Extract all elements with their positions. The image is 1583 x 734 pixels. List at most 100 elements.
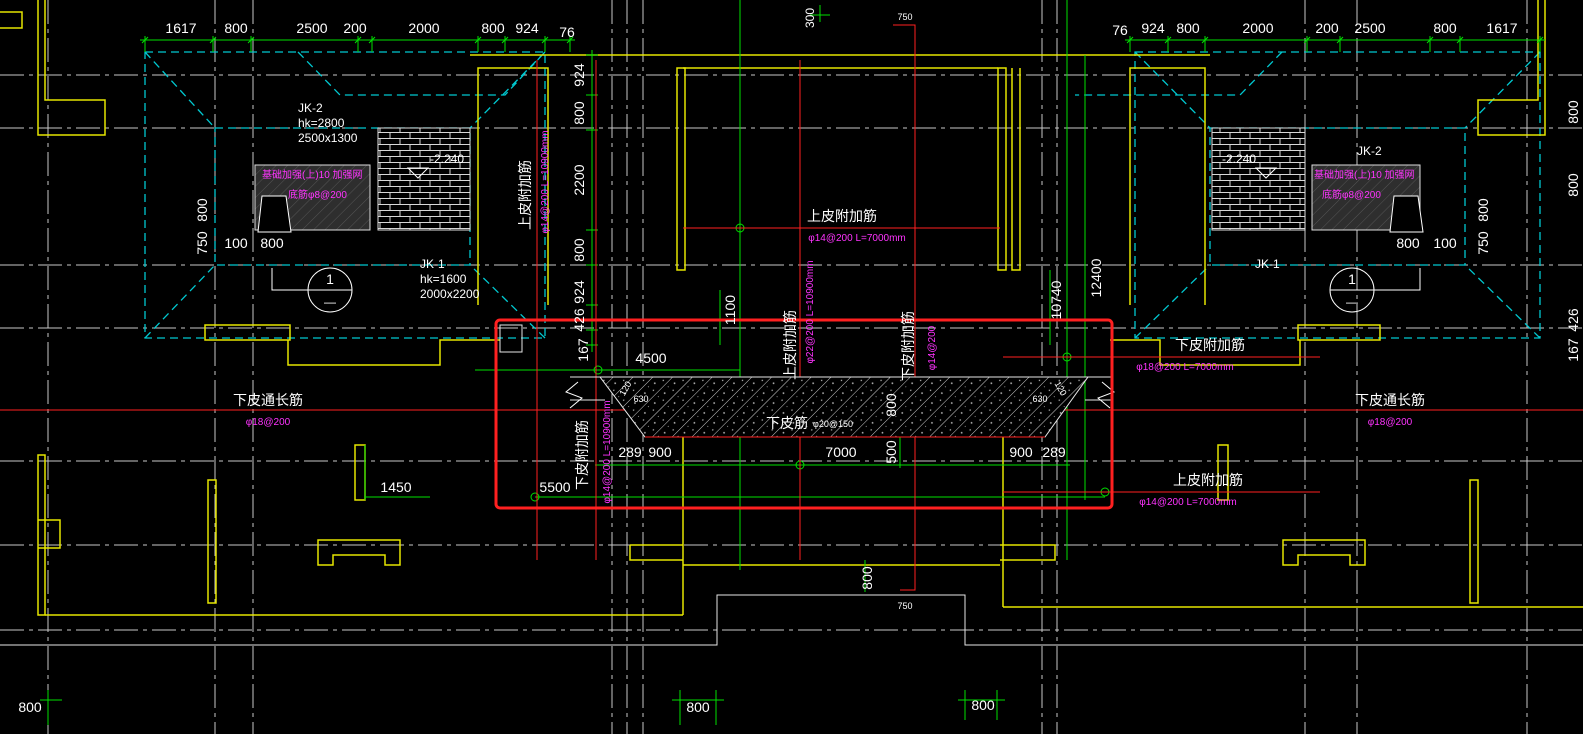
dim-text: 2000 (408, 20, 439, 36)
elevation-label: -2.240 (430, 152, 464, 166)
dim-text: 800 (571, 101, 587, 125)
section-sheet: — (324, 295, 336, 309)
section-marker-leader (1330, 268, 1421, 291)
dim-5500: 5500 (539, 479, 570, 495)
reinforcement-note: 基础加强(上)10 加强网 (1314, 168, 1415, 181)
dim-text: 426 (1565, 308, 1581, 332)
pile-head-shape (1389, 195, 1424, 233)
top-dimensions-right: 76 924 800 2000 200 2500 800 1617 (1112, 20, 1518, 38)
jk2-label: JK-2 (1357, 144, 1382, 158)
dim-text: 800 (971, 697, 995, 713)
rebar-label: 下皮附加筋 (1175, 337, 1245, 353)
elevation-label: -2.240 (1222, 152, 1256, 166)
section-sheet: — (1346, 295, 1358, 309)
section-marker-leader (271, 268, 352, 291)
left-pile-cap-labels: 800 750 100 800 JK-2 hk=2800 2500x1300 -… (194, 101, 480, 309)
dim-text: 2500 (296, 20, 327, 36)
dim-300: 300 (803, 8, 817, 28)
rebar-spec: φ22@200 L=10900mm (805, 260, 816, 363)
jk1-label: JK-1 (420, 257, 445, 271)
cap-dim-800: 800 (194, 198, 210, 222)
jk2-label: JK-2 (298, 101, 323, 115)
rebar-label: 上皮附加筋 (1173, 472, 1243, 488)
jk1-label: JK-1 (1255, 257, 1280, 271)
dim-750-bottom: 750 (897, 601, 912, 611)
dim-text: 167 (575, 338, 591, 362)
dim-12400: 12400 (1088, 258, 1104, 297)
dim-text: 1617 (1486, 20, 1517, 36)
elevation-marker-icon (406, 167, 430, 179)
dim-text: 200 (1315, 20, 1339, 36)
dim-text: 800 (686, 699, 710, 715)
rebar-label: 上皮附加筋 (782, 310, 798, 380)
pile-head-shape (257, 195, 292, 233)
dim-text: 76 (559, 24, 575, 40)
dim-text: 924 (571, 63, 587, 87)
cap-dim-100: 100 (1433, 235, 1457, 251)
dim-text: 500 (883, 440, 899, 464)
dim-text: 800 (18, 699, 42, 715)
rebar-spec: φ14@200 L=7000mm (808, 233, 906, 244)
dim-text: 7000 (825, 444, 856, 460)
rebar-label: 下皮筋 (766, 415, 808, 431)
dim-text: 289 (1042, 444, 1066, 460)
break-line-right-icon (1097, 381, 1115, 409)
dim-text: 900 (1009, 444, 1033, 460)
dim-750-top: 750 (897, 12, 912, 22)
cap-dim-800b: 800 (1475, 198, 1491, 222)
wall-lines (0, 0, 1583, 616)
cap-dim-100: 100 (224, 235, 248, 251)
rebar-spec: φ18@200 (246, 417, 291, 428)
rebar-spec: φ14@200 L=10900mm (540, 130, 551, 233)
dim-text: 924 (515, 20, 539, 36)
left-column-dimensions: 924 800 2200 800 924 426 167 (571, 63, 591, 362)
rebar-spec: φ14@200 (927, 325, 938, 370)
reinforcement-note: 底筋φ8@200 (288, 188, 347, 201)
cap-dim-800b: 800 (260, 235, 284, 251)
right-pile-cap-labels: 800 100 800 750 -2.240 JK-2 基础加强(上)10 加强… (1222, 144, 1491, 309)
brick-well (1211, 127, 1306, 231)
jk2-size: 2500x1300 (298, 131, 358, 145)
raft-section (565, 376, 1115, 438)
dim-text: 2000 (1242, 20, 1273, 36)
rebar-label: 下皮通长筋 (233, 392, 303, 408)
selection-highlight[interactable] (494, 318, 1114, 510)
dim-text: 900 (648, 444, 672, 460)
dim-text: 924 (571, 280, 587, 304)
column-marker (499, 324, 523, 353)
dim-text: 1617 (165, 20, 196, 36)
section-dimensions: 630 120 630 120 800 500 289 900 7000 900… (617, 379, 1068, 463)
right-edge-dimensions: 800 800 426 167 (1565, 100, 1581, 362)
dim-text: 800 (1565, 100, 1581, 124)
rebar-spec: φ14@200 L=10900mm (602, 400, 613, 503)
cap-dim-750: 750 (1475, 231, 1491, 255)
dim-800-bottom: 800 (859, 566, 875, 590)
dim-text: 800 (1565, 173, 1581, 197)
cap-dim-750: 750 (194, 231, 210, 255)
dim-text: 76 (1112, 22, 1128, 38)
section-number: 1 (1348, 271, 1356, 287)
dim-text: 800 (224, 20, 248, 36)
dim-text: 800 (1433, 20, 1457, 36)
rebar-spec: φ18@200 L=7000mm (1136, 362, 1234, 373)
dim-text: 800 (481, 20, 505, 36)
rebar-label: 上皮附加筋 (807, 208, 877, 224)
elevation-marker-icon (1254, 167, 1278, 179)
reinforcement-note: 底筋φ8@200 (1322, 188, 1381, 201)
rebar-spec: φ20@150 (813, 419, 853, 429)
rebar-spec: φ18@200 (1368, 417, 1413, 428)
dim-text: 426 (571, 308, 587, 332)
reinforcement-note: 基础加强(上)10 加强网 (262, 168, 363, 181)
dim-text: 630 (633, 394, 648, 404)
dim-text: 167 (1565, 338, 1581, 362)
jk1-depth: hk=1600 (420, 272, 467, 286)
dim-text: 2500 (1354, 20, 1385, 36)
rebar-label: 下皮附加筋 (574, 420, 590, 490)
rebar-label: 下皮附加筋 (900, 311, 916, 381)
dimension-lines (40, 0, 1545, 725)
dim-10740: 10740 (1048, 280, 1064, 319)
building-outline (0, 594, 1583, 646)
rebar-labels: 上皮附加筋 φ14@200 L=10900mm 上皮附加筋 φ14@200 L=… (233, 130, 1425, 508)
